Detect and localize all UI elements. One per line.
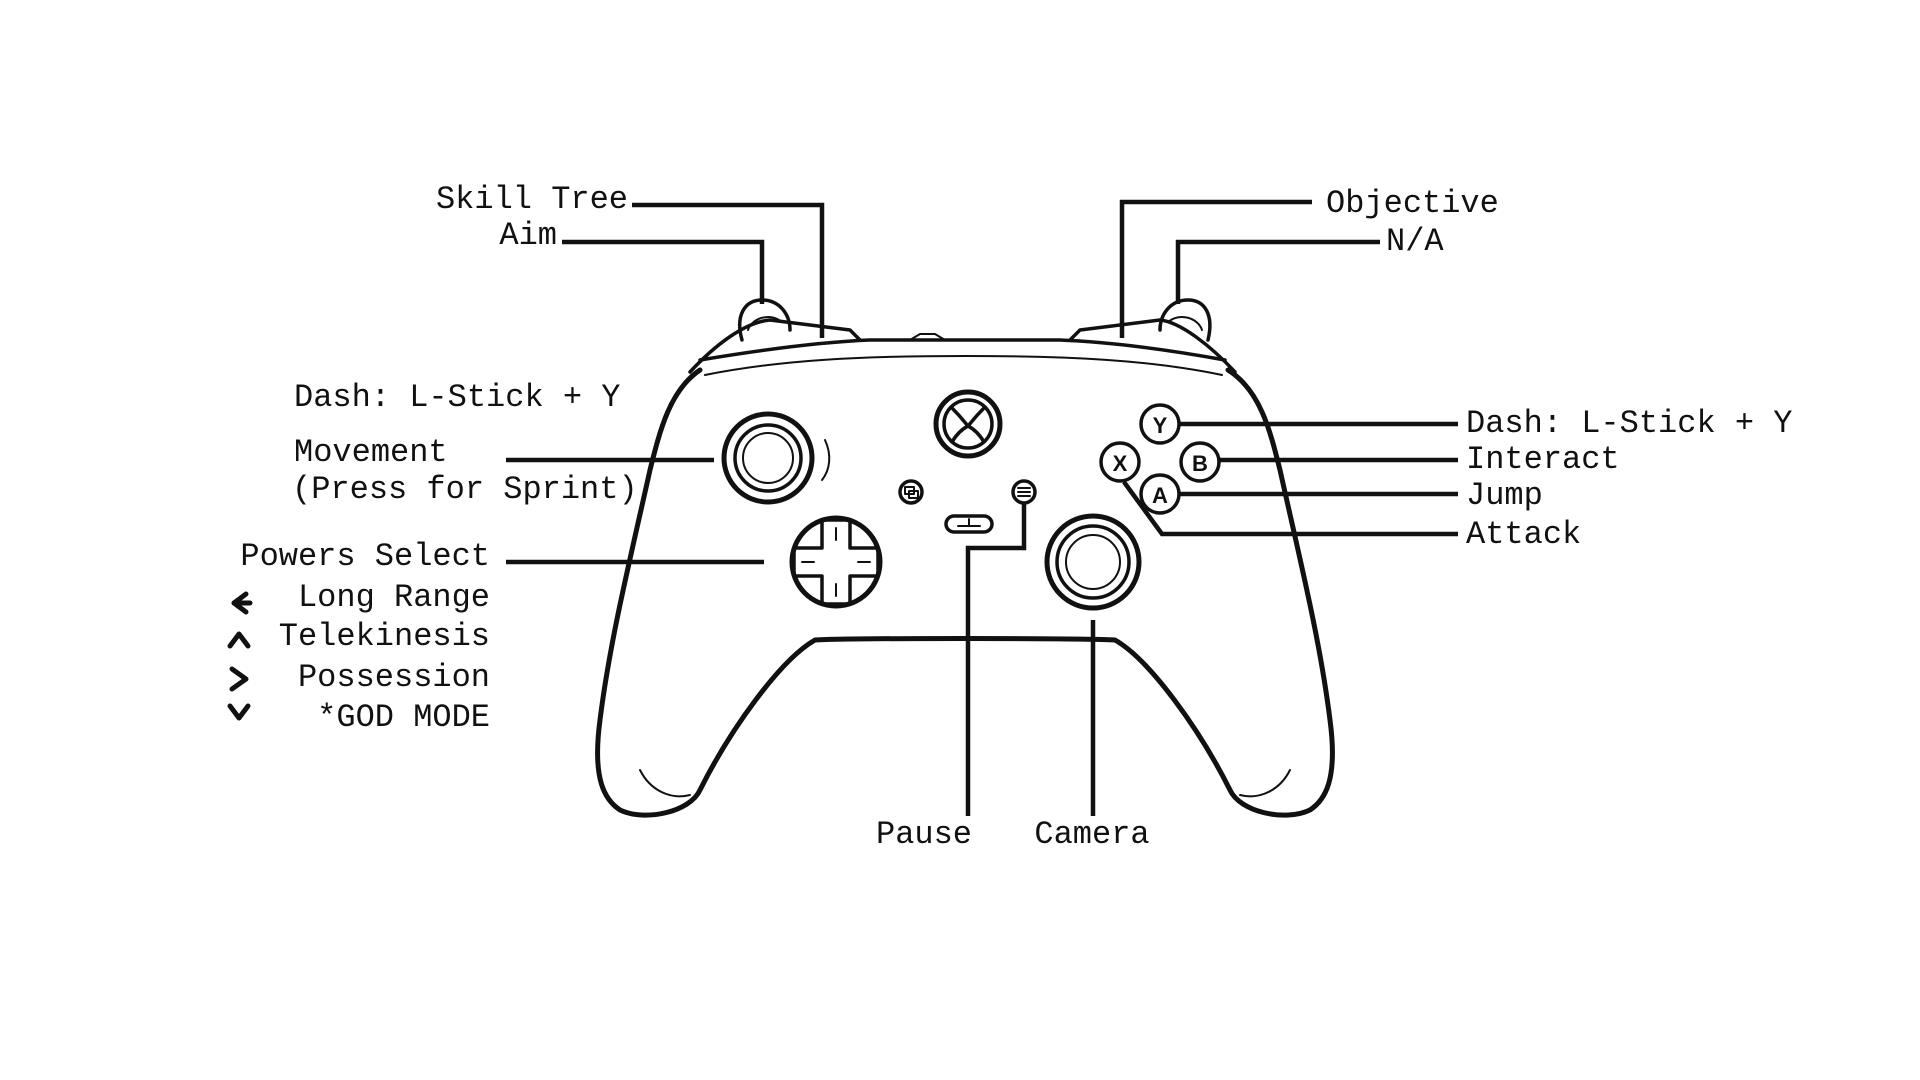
right-trigger xyxy=(1158,298,1212,342)
leader-na xyxy=(1175,239,1380,304)
label-camera: Camera xyxy=(1034,816,1149,853)
face-button-x[interactable]: X xyxy=(1099,441,1141,483)
label-dash-left: Dash: L-Stick + Y xyxy=(294,379,620,416)
arrow-right-icon xyxy=(229,666,249,692)
face-button-b[interactable]: B xyxy=(1179,441,1221,483)
dpad[interactable] xyxy=(789,515,883,609)
controller-top-edge xyxy=(698,338,1227,362)
left-thumbstick[interactable] xyxy=(721,411,831,505)
face-button-y[interactable]: Y xyxy=(1139,403,1181,445)
left-trigger-detail xyxy=(747,315,783,331)
label-attack: Attack xyxy=(1466,516,1581,553)
right-thumbstick[interactable] xyxy=(1044,513,1142,611)
usb-port xyxy=(909,333,946,341)
face-button-b-label: B xyxy=(1192,451,1208,476)
label-god-mode: *GOD MODE xyxy=(317,699,490,736)
xbox-logo-icon[interactable] xyxy=(933,389,1003,459)
label-pause: Pause xyxy=(876,816,972,853)
controller-body xyxy=(595,298,1335,818)
label-possession: Possession xyxy=(298,659,490,696)
label-dash-right: Dash: L-Stick + Y xyxy=(1466,405,1792,442)
label-telekinesis: Telekinesis xyxy=(279,618,490,655)
label-long-range: Long Range xyxy=(298,579,490,616)
leader-objective xyxy=(1119,199,1312,338)
leader-skill-tree xyxy=(632,202,825,338)
face-button-a[interactable]: A xyxy=(1139,473,1181,515)
controller-outline xyxy=(595,367,1335,818)
arrow-left-icon xyxy=(231,591,253,615)
label-objective: Objective xyxy=(1326,185,1499,222)
label-movement: Movement xyxy=(294,434,448,471)
label-powers-select: Powers Select xyxy=(240,538,490,575)
left-stick-bumper-mark xyxy=(821,439,831,481)
right-grip-shading xyxy=(1239,769,1291,798)
label-movement-sub: (Press for Sprint) xyxy=(292,471,638,508)
face-button-a-label: A xyxy=(1152,483,1168,508)
right-trigger-detail xyxy=(1167,315,1203,331)
label-interact: Interact xyxy=(1466,441,1620,478)
view-button[interactable] xyxy=(898,479,924,505)
menu-button[interactable] xyxy=(1011,479,1037,505)
face-button-y-label: Y xyxy=(1153,413,1168,438)
leader-pause xyxy=(965,504,1027,816)
label-skill-tree: Skill Tree xyxy=(436,181,628,218)
leader-lines xyxy=(506,199,1458,816)
leader-aim xyxy=(562,239,765,304)
arrow-down-icon xyxy=(227,703,251,721)
label-na: N/A xyxy=(1386,223,1444,260)
left-grip-shading xyxy=(639,769,691,798)
leader-attack xyxy=(1122,480,1458,537)
label-aim: Aim xyxy=(499,217,557,254)
label-jump: Jump xyxy=(1466,477,1543,514)
arrow-up-icon xyxy=(227,631,251,649)
top-inner-line xyxy=(704,355,1223,376)
face-button-x-label: X xyxy=(1113,451,1128,476)
share-button[interactable] xyxy=(944,514,994,534)
